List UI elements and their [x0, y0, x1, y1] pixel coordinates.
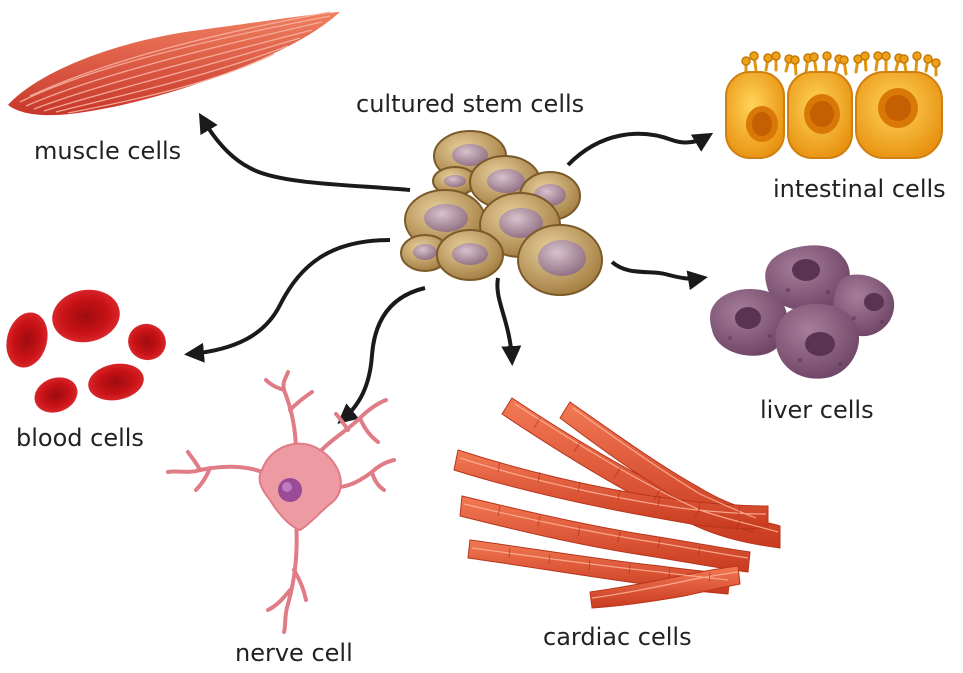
nerve-cell-label: nerve cell [235, 639, 353, 667]
blood-cell-illustration [6, 289, 166, 413]
stem-cell [517, 224, 603, 296]
arrow-to-intestinal [566, 131, 714, 167]
stem-cell [436, 229, 504, 281]
arrows [184, 112, 714, 424]
arrow-to-muscle [198, 112, 411, 192]
cardiac-cell-illustration [453, 397, 781, 609]
muscle-cells-label: muscle cells [34, 137, 182, 165]
center-label: cultured stem cells [356, 90, 585, 118]
blood-cells-label: blood cells [16, 424, 144, 452]
arrow-to-blood [184, 238, 391, 363]
stem-cell-cluster [400, 130, 603, 296]
arrow-to-liver [610, 260, 708, 291]
muscle-cell-illustration [8, 11, 340, 116]
liver-cells-label: liver cells [760, 396, 874, 424]
liver-cell-illustration [710, 245, 895, 379]
arrow-to-cardiac [495, 277, 522, 366]
arrow-to-nerve [337, 286, 426, 424]
nerve-cell-illustration [166, 370, 396, 634]
intestinal-cells-label: intestinal cells [773, 175, 946, 203]
cardiac-cells-label: cardiac cells [543, 623, 692, 651]
intestinal-cell-illustration [725, 51, 943, 159]
stem-cell [400, 234, 450, 272]
